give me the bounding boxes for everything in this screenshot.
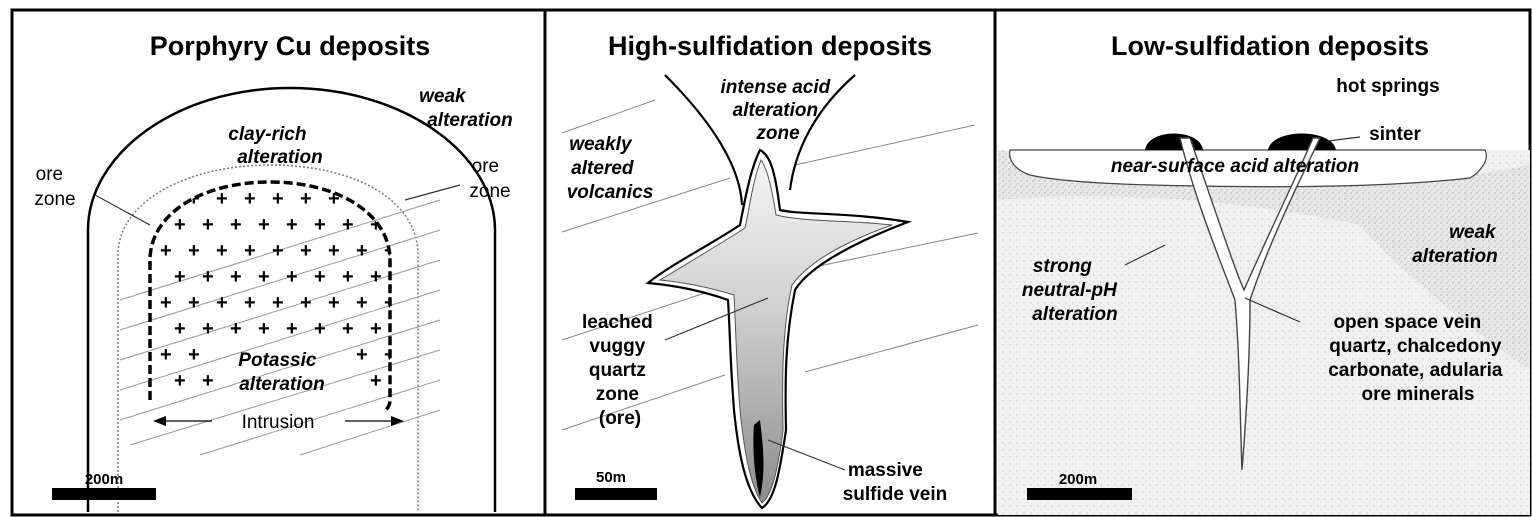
label-near-surface: near-surface acid alteration bbox=[1111, 156, 1359, 177]
potassic-cross-symbol: + bbox=[202, 214, 214, 236]
potassic-cross-symbol: + bbox=[342, 214, 354, 236]
potassic-cross-symbol: + bbox=[272, 188, 284, 210]
potassic-cross-symbol: + bbox=[328, 240, 340, 262]
potassic-cross-symbol: + bbox=[314, 318, 326, 340]
potassic-cross-symbol: + bbox=[258, 214, 270, 236]
potassic-cross-symbol: + bbox=[244, 240, 256, 262]
potassic-cross-symbol: + bbox=[258, 318, 270, 340]
potassic-cross-symbol: + bbox=[272, 292, 284, 314]
panel-porphyry: Porphyry Cu deposits +++++++++++++++++++… bbox=[12, 10, 545, 515]
panel-title: High-sulfidation deposits bbox=[608, 31, 932, 61]
potassic-cross-symbol: + bbox=[230, 214, 242, 236]
potassic-cross-symbol: + bbox=[188, 344, 200, 366]
potassic-cross-symbol: + bbox=[286, 266, 298, 288]
panel-low-sulfidation: Low-sulfidation deposits hot springs sin… bbox=[995, 10, 1530, 515]
potassic-cross-symbol: + bbox=[356, 344, 368, 366]
potassic-cross-symbol: + bbox=[188, 292, 200, 314]
label-sinter: sinter bbox=[1369, 124, 1421, 145]
potassic-cross-symbol: + bbox=[160, 344, 172, 366]
potassic-cross-symbol: + bbox=[272, 240, 284, 262]
potassic-cross-symbol: + bbox=[286, 214, 298, 236]
potassic-cross-symbol: + bbox=[370, 370, 382, 392]
potassic-cross-symbol: + bbox=[216, 188, 228, 210]
potassic-cross-symbol: + bbox=[160, 240, 172, 262]
scale-bar-label: 50m bbox=[596, 469, 626, 486]
potassic-cross-symbol: + bbox=[188, 240, 200, 262]
potassic-cross-symbol: + bbox=[314, 214, 326, 236]
potassic-cross-symbol: + bbox=[300, 292, 312, 314]
potassic-cross-symbol: + bbox=[300, 240, 312, 262]
label-intrusion: Intrusion bbox=[242, 412, 315, 433]
label-hot-springs: hot springs bbox=[1336, 76, 1439, 97]
potassic-cross-symbol: + bbox=[370, 318, 382, 340]
potassic-cross-symbol: + bbox=[258, 266, 270, 288]
scale-bar bbox=[1027, 488, 1132, 500]
scale-bar bbox=[575, 488, 657, 500]
potassic-cross-symbol: + bbox=[216, 240, 228, 262]
potassic-cross-symbol: + bbox=[160, 292, 172, 314]
potassic-cross-symbol: + bbox=[244, 292, 256, 314]
potassic-cross-symbol: + bbox=[174, 214, 186, 236]
potassic-cross-symbol: + bbox=[174, 318, 186, 340]
potassic-cross-symbol: + bbox=[286, 318, 298, 340]
potassic-cross-symbol: + bbox=[230, 266, 242, 288]
potassic-cross-symbol: + bbox=[328, 292, 340, 314]
panel-title: Porphyry Cu deposits bbox=[150, 31, 431, 61]
scale-bar-label: 200m bbox=[85, 471, 123, 488]
scale-bar-label: 200m bbox=[1059, 471, 1097, 488]
potassic-cross-symbol: + bbox=[356, 240, 368, 262]
potassic-cross-symbol: + bbox=[202, 266, 214, 288]
panel-title: Low-sulfidation deposits bbox=[1111, 31, 1429, 61]
potassic-cross-symbol: + bbox=[202, 370, 214, 392]
potassic-cross-symbol: + bbox=[244, 188, 256, 210]
panel-high-sulfidation: High-sulfidation deposits intense acid a… bbox=[545, 10, 995, 515]
potassic-cross-symbol: + bbox=[370, 266, 382, 288]
potassic-cross-symbol: + bbox=[342, 318, 354, 340]
potassic-cross-symbol: + bbox=[216, 292, 228, 314]
potassic-cross-symbol: + bbox=[356, 292, 368, 314]
potassic-cross-symbol: + bbox=[300, 188, 312, 210]
potassic-cross-symbol: + bbox=[342, 266, 354, 288]
scale-bar bbox=[52, 488, 156, 500]
potassic-cross-symbol: + bbox=[174, 266, 186, 288]
potassic-cross-symbol: + bbox=[174, 370, 186, 392]
potassic-cross-symbol: + bbox=[314, 266, 326, 288]
potassic-cross-symbol: + bbox=[230, 318, 242, 340]
potassic-cross-symbol: + bbox=[202, 318, 214, 340]
